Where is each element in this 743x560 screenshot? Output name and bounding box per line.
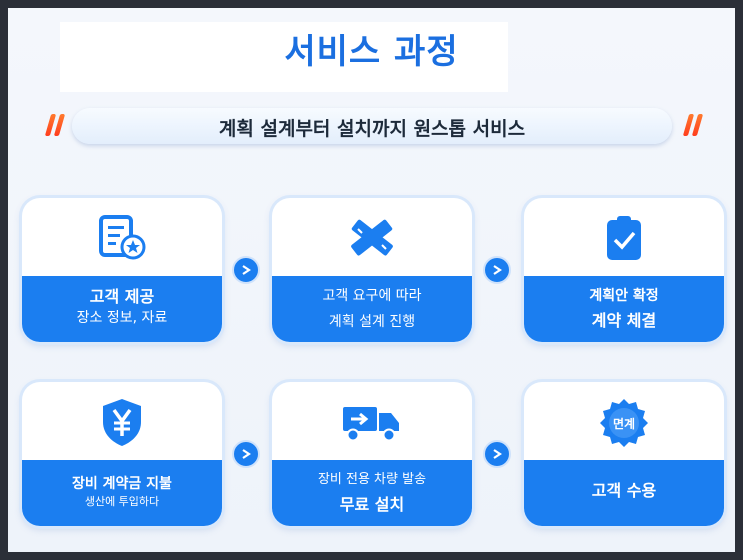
step-card-6-footer: 고객 수용 <box>524 460 724 526</box>
ruler-pencil-icon <box>272 210 472 266</box>
step-2-title: 고객 요구에 따라 <box>322 288 422 304</box>
badge-text: 면계 <box>613 416 635 431</box>
step-6-title: 고객 수용 <box>591 481 657 500</box>
yen-shield-icon <box>22 394 222 450</box>
step-card-4-footer: 장비 계약금 지불 생산에 투입하다 <box>22 460 222 526</box>
right-slash-decoration <box>682 112 708 140</box>
step-3-detail: 계약 체결 <box>591 311 657 330</box>
subtitle-banner <box>72 108 672 144</box>
delivery-truck-icon <box>272 394 472 450</box>
step-card-2-footer: 고객 요구에 따라 계획 설계 진행 <box>272 276 472 342</box>
acceptance-badge-icon: 면계 <box>524 394 724 450</box>
step-card-1-footer: 고객 제공 장소 정보, 자료 <box>22 276 222 342</box>
arrow-right-icon <box>232 256 260 284</box>
step-3-title: 계획안 확정 <box>589 288 659 304</box>
subtitle-text: 계획 설계부터 설치까지 원스톱 서비스 <box>218 118 526 140</box>
step-1-detail: 장소 정보, 자료 <box>76 310 168 326</box>
title-panel <box>60 22 508 92</box>
step-5-title: 장비 전용 차량 발송 <box>317 472 427 487</box>
step-2-detail: 계획 설계 진행 <box>328 314 416 330</box>
left-slash-decoration <box>44 112 70 140</box>
step-card-6: 면계 고객 수용 <box>524 382 724 526</box>
step-card-3: 계획안 확정 계약 체결 <box>524 198 724 342</box>
document-star-icon <box>22 210 222 266</box>
step-card-2: 고객 요구에 따라 계획 설계 진행 <box>272 198 472 342</box>
clipboard-check-icon <box>524 210 724 266</box>
step-card-4: 장비 계약금 지불 생산에 투입하다 <box>22 382 222 526</box>
step-4-title: 장비 계약금 지불 <box>72 476 172 492</box>
arrow-right-icon <box>483 440 511 468</box>
step-card-3-footer: 계획안 확정 계약 체결 <box>524 276 724 342</box>
step-card-5: 장비 전용 차량 발송 무료 설치 <box>272 382 472 526</box>
arrow-right-icon <box>483 256 511 284</box>
step-1-title: 고객 제공 <box>89 287 155 306</box>
step-4-detail: 생산에 투입하다 <box>84 495 160 508</box>
arrow-right-icon <box>232 440 260 468</box>
step-card-5-footer: 장비 전용 차량 발송 무료 설치 <box>272 460 472 526</box>
step-card-1: 고객 제공 장소 정보, 자료 <box>22 198 222 342</box>
step-5-detail: 무료 설치 <box>339 495 405 514</box>
page-title: 서비스 과정 <box>284 32 459 72</box>
